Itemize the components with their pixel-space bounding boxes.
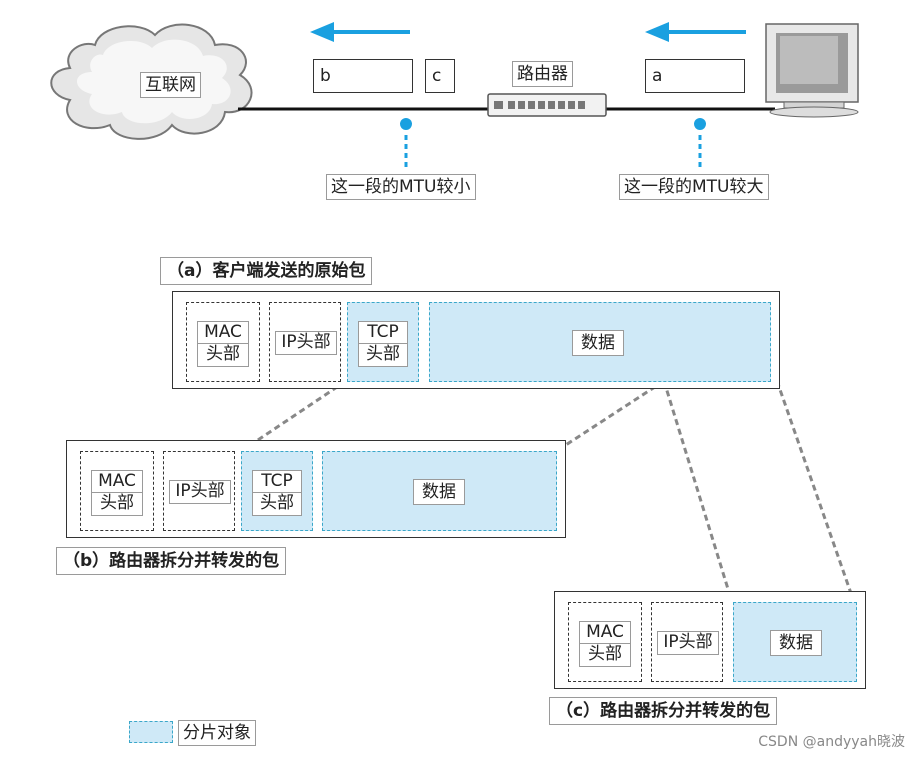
- packet-b: b: [313, 59, 413, 93]
- computer-icon: [765, 23, 859, 118]
- ip-header-label: IP头部: [169, 480, 231, 504]
- packet-b-fragment: MAC 头部 IP头部 TCP 头部 数据: [66, 440, 566, 538]
- mtu-large-label: 这一段的MTU较大: [619, 174, 769, 200]
- watermark: CSDN @andyyah晓波: [758, 734, 905, 750]
- ip-header-label: IP头部: [275, 331, 337, 355]
- packet-a-original: MAC 头部 IP头部 TCP 头部 数据: [172, 291, 780, 389]
- section-b-title: （b）路由器拆分并转发的包: [56, 547, 287, 575]
- data-label: 数据: [572, 330, 624, 356]
- tcp-header-segment: TCP 头部: [241, 451, 313, 531]
- internet-label: 互联网: [140, 72, 201, 98]
- ip-header-segment: IP头部: [163, 451, 235, 531]
- mtu-marker-right: [694, 118, 706, 170]
- mac-text: MAC: [586, 622, 624, 642]
- mac-header-label: MAC 头部: [197, 321, 249, 367]
- tcp-header-label: TCP 头部: [252, 470, 302, 516]
- tcp-text: TCP: [261, 471, 293, 491]
- mac-header-segment: MAC 头部: [568, 602, 642, 682]
- data-segment: 数据: [322, 451, 557, 531]
- mtu-small-label: 这一段的MTU较小: [326, 174, 476, 200]
- mtu-marker-left: [400, 118, 412, 170]
- header-text: 头部: [253, 492, 301, 514]
- mac-header-segment: MAC 头部: [80, 451, 154, 531]
- header-text: 头部: [359, 343, 407, 365]
- mac-text: MAC: [98, 471, 136, 491]
- data-label: 数据: [770, 630, 822, 656]
- ip-header-label: IP头部: [657, 631, 719, 655]
- tcp-header-label: TCP 头部: [358, 321, 408, 367]
- ip-header-segment: IP头部: [269, 302, 341, 382]
- header-text: 头部: [580, 643, 630, 665]
- left-arrow-icon: [310, 22, 410, 42]
- fragment-connectors: [239, 379, 856, 603]
- left-arrow-icon: [645, 22, 746, 42]
- data-label: 数据: [413, 479, 465, 505]
- mac-header-label: MAC 头部: [91, 470, 143, 516]
- ip-header-segment: IP头部: [651, 602, 723, 682]
- section-a-title: （a）客户端发送的原始包: [160, 257, 373, 285]
- tcp-text: TCP: [367, 322, 399, 342]
- packet-a: a: [645, 59, 745, 93]
- router-icon: [487, 93, 607, 117]
- packet-c-fragment: MAC 头部 IP头部 数据: [554, 591, 866, 689]
- data-segment: 数据: [429, 302, 771, 382]
- header-text: 头部: [198, 343, 248, 365]
- legend-swatch: [129, 721, 173, 743]
- section-c-title: （c）路由器拆分并转发的包: [549, 697, 778, 725]
- mac-header-label: MAC 头部: [579, 621, 631, 667]
- mac-header-segment: MAC 头部: [186, 302, 260, 382]
- tcp-header-segment: TCP 头部: [347, 302, 419, 382]
- mac-text: MAC: [204, 322, 242, 342]
- router-label: 路由器: [512, 61, 573, 87]
- data-segment: 数据: [733, 602, 857, 682]
- packet-c: c: [425, 59, 455, 93]
- legend-label: 分片对象: [178, 720, 256, 746]
- header-text: 头部: [92, 492, 142, 514]
